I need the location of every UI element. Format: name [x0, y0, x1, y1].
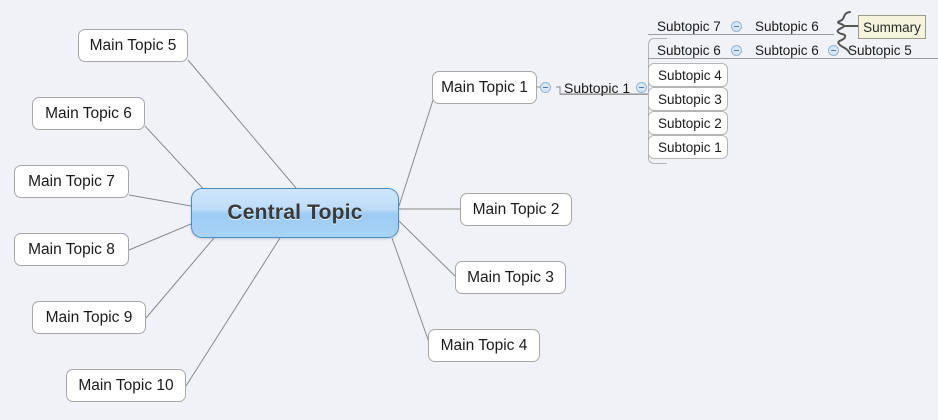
subtopic-stack-item-2[interactable]: Subtopic 2 [648, 111, 728, 135]
subtopic-stack-item-4[interactable]: Subtopic 4 [648, 63, 728, 87]
main-topic-8-node[interactable]: Main Topic 8 [14, 233, 129, 266]
connector-main-topic-1 [398, 96, 435, 207]
subtopic-1-underline [560, 94, 648, 95]
summary-brace-icon [836, 11, 860, 53]
subtopic-stack-item-3-label: Subtopic 3 [658, 91, 722, 107]
main-topic-4-node[interactable]: Main Topic 4 [428, 329, 540, 362]
main-topic-1-label: Main Topic 1 [441, 78, 528, 96]
main-topic-5-node[interactable]: Main Topic 5 [78, 29, 188, 62]
main-topic-6-label: Main Topic 6 [45, 104, 132, 122]
main-topic-8-label: Main Topic 8 [28, 240, 115, 258]
main-topic-2-label: Main Topic 2 [472, 200, 560, 218]
main-topic-6-node[interactable]: Main Topic 6 [32, 97, 145, 130]
main-topic-1-node[interactable]: Main Topic 1 [432, 71, 537, 104]
subtopic-row-top-left-label[interactable]: Subtopic 7 [657, 19, 721, 34]
connector-main-topic-9 [145, 237, 215, 319]
collapse-minus-icon-row-top[interactable] [731, 21, 742, 32]
subtopic-row-second-middle-label[interactable]: Subtopic 6 [755, 43, 819, 58]
connector-main-topic-5 [187, 59, 297, 189]
central-topic-label: Central Topic [227, 201, 363, 224]
subtopic-row-second-left-label[interactable]: Subtopic 6 [657, 43, 721, 58]
subtopic-stack-item-2-label: Subtopic 2 [658, 115, 722, 131]
collapse-minus-icon-row-second-a[interactable] [731, 45, 742, 56]
subtopic-row-top-right-label[interactable]: Subtopic 6 [755, 19, 819, 34]
main-topic-10-label: Main Topic 10 [78, 376, 174, 394]
connector-main-topic-8 [128, 223, 192, 251]
subtopic-row-second-underline [648, 58, 938, 59]
connector-main-topic-3 [398, 220, 457, 278]
main-topic-10-node[interactable]: Main Topic 10 [66, 369, 186, 402]
main-topic-9-node[interactable]: Main Topic 9 [32, 301, 146, 334]
subtopic-stack-item-1-label: Subtopic 1 [658, 139, 722, 155]
main-topic-4-label: Main Topic 4 [440, 336, 528, 354]
connector-main-topic-7 [128, 194, 192, 207]
summary-node[interactable]: Summary [858, 15, 926, 39]
subtopic-1-branch-label[interactable]: Subtopic 1 [564, 80, 631, 96]
main-topic-7-label: Main Topic 7 [28, 172, 115, 190]
connector-main-topic-6 [144, 125, 211, 197]
subtopic-stack-item-1[interactable]: Subtopic 1 [648, 135, 728, 159]
central-topic-node[interactable]: Central Topic [191, 188, 399, 238]
subtopic-row-top-underline [648, 34, 834, 35]
subtopic-row-second-right-label[interactable]: Subtopic 5 [848, 43, 912, 58]
main-topic-5-label: Main Topic 5 [89, 36, 177, 54]
connector-main-topic-10 [185, 237, 281, 387]
main-topic-2-node[interactable]: Main Topic 2 [460, 193, 572, 226]
collapse-minus-icon-subtopic-1[interactable] [636, 82, 647, 93]
main-topic-9-label: Main Topic 9 [45, 308, 133, 326]
collapse-minus-icon-row-second-b[interactable] [828, 45, 839, 56]
connector-main-topic-4 [391, 237, 431, 346]
subtopic-stack-item-3[interactable]: Subtopic 3 [648, 87, 728, 111]
main-topic-3-label: Main Topic 3 [467, 268, 554, 286]
main-topic-7-node[interactable]: Main Topic 7 [14, 165, 129, 198]
main-topic-3-node[interactable]: Main Topic 3 [455, 261, 566, 294]
summary-label: Summary [863, 19, 921, 35]
collapse-minus-icon-main-topic-1[interactable] [540, 82, 551, 93]
subtopic-stack-item-4-label: Subtopic 4 [658, 67, 722, 83]
